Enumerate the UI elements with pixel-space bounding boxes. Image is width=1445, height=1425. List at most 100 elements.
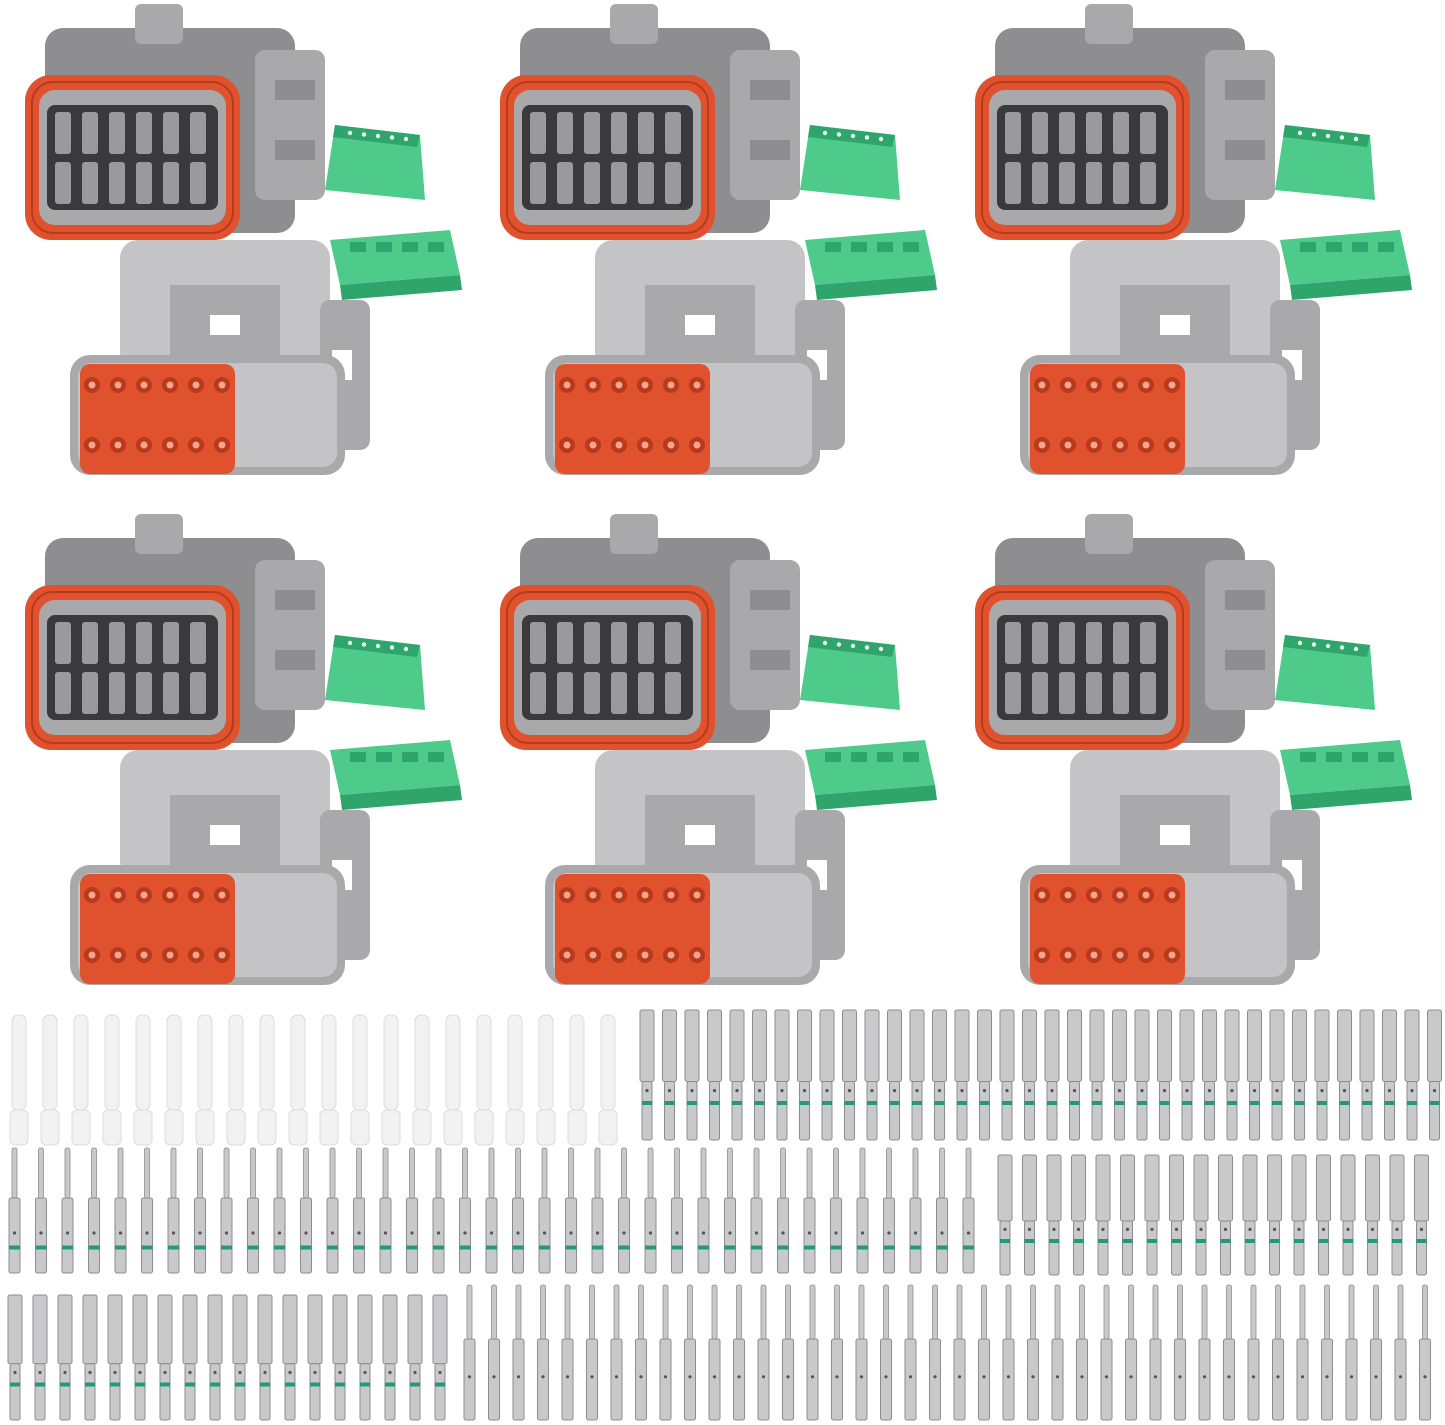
terminal-pin-icon (1022, 1009, 1037, 1141)
terminal-pin-icon (1067, 1009, 1082, 1141)
sealing-plug-icon (598, 1014, 618, 1146)
terminal-pin-icon (1202, 1009, 1217, 1141)
terminal-pin-icon (1027, 1284, 1039, 1421)
terminal-pin-icon (1179, 1009, 1195, 1141)
wedge-lock-icon (800, 635, 900, 710)
terminal-pin-icon (954, 1009, 970, 1141)
terminal-pin-icon (831, 1284, 843, 1421)
terminal-pin-icon (273, 1147, 286, 1274)
terminal-pin-icon (610, 1284, 623, 1421)
plug-connector-icon (1020, 740, 1412, 985)
terminal-pin-icon (207, 1294, 223, 1421)
terminal-pin-icon (141, 1147, 153, 1274)
terminal-pin-icon (1427, 1009, 1442, 1141)
terminal-pin-icon (1414, 1154, 1429, 1276)
terminal-pin-icon (797, 1009, 812, 1141)
terminal-pin-icon (978, 1284, 990, 1421)
terminal-pin-icon (382, 1294, 398, 1421)
sealing-plug-icon (257, 1014, 277, 1146)
terminal-pin-icon (463, 1284, 476, 1421)
terminal-pin-icon (999, 1009, 1015, 1141)
terminal-pin-icon (1370, 1284, 1382, 1421)
terminal-pin-icon (220, 1147, 233, 1274)
wedge-lock-icon (1280, 230, 1412, 300)
terminal-pin-icon (774, 1009, 790, 1141)
terminal-pin-icon (57, 1294, 73, 1421)
terminal-pin-icon (909, 1147, 922, 1274)
terminal-pin-icon (803, 1147, 816, 1274)
terminal-pin-icon (1051, 1284, 1064, 1421)
terminal-pin-icon (326, 1147, 339, 1274)
terminal-pin-icon (1044, 1009, 1060, 1141)
terminal-pin-icon (880, 1284, 892, 1421)
terminal-pin-icon (806, 1284, 819, 1421)
terminal-pin-icon (157, 1294, 173, 1421)
wedge-lock-icon (800, 125, 900, 200)
terminal-pin-icon (1193, 1154, 1209, 1276)
terminal-pin-icon (1125, 1284, 1137, 1421)
sealing-plug-icon (505, 1014, 525, 1146)
receptacle-connector-icon (25, 514, 425, 750)
receptacle-connector-icon (25, 4, 425, 240)
terminal-pin-icon (671, 1147, 683, 1274)
terminal-pin-icon (1046, 1154, 1062, 1276)
sealing-plug-icon (567, 1014, 587, 1146)
terminal-pin-icon (782, 1284, 794, 1421)
terminal-pin-icon (830, 1147, 842, 1274)
terminal-pin-icon (733, 1284, 745, 1421)
terminal-pin-icon (1404, 1009, 1420, 1141)
terminal-pin-icon (1419, 1284, 1431, 1421)
receptacle-connector-icon (975, 4, 1375, 240)
terminal-pin-icon (953, 1284, 966, 1421)
terminal-pin-icon (883, 1147, 895, 1274)
terminal-pin-icon (1321, 1284, 1333, 1421)
sealing-plug-icon (40, 1014, 60, 1146)
wedge-lock-icon (330, 740, 462, 810)
terminal-pin-icon (561, 1284, 574, 1421)
terminal-pin-icon (887, 1009, 902, 1141)
terminal-pin-icon (977, 1009, 992, 1141)
terminal-pin-icon (1157, 1009, 1172, 1141)
sealing-plug-icon (474, 1014, 494, 1146)
terminal-pin-icon (1198, 1284, 1211, 1421)
terminal-pin-icon (488, 1284, 500, 1421)
terminal-pin-icon (1365, 1154, 1380, 1276)
terminal-pin-icon (35, 1147, 47, 1274)
terminal-pin-icon (247, 1147, 259, 1274)
terminal-pin-icon (997, 1154, 1013, 1276)
terminal-pin-icon (697, 1147, 710, 1274)
terminal-pin-icon (353, 1147, 365, 1274)
terminal-pin-icon (512, 1284, 525, 1421)
terminal-pin-icon (684, 1284, 696, 1421)
terminal-pin-icon (406, 1147, 418, 1274)
terminal-pin-icon (307, 1294, 323, 1421)
terminal-pin-icon (538, 1147, 551, 1274)
wedge-lock-icon (1280, 740, 1412, 810)
terminal-pin-icon (1345, 1284, 1358, 1421)
terminal-pin-icon (750, 1147, 763, 1274)
terminal-pin-icon (194, 1147, 206, 1274)
sealing-plug-icon (319, 1014, 339, 1146)
terminal-pin-icon (1002, 1284, 1015, 1421)
terminal-pin-icon (1174, 1284, 1186, 1421)
sealing-plug-icon (288, 1014, 308, 1146)
sealing-plug-icon (536, 1014, 556, 1146)
terminal-pin-icon (724, 1147, 736, 1274)
terminal-pin-icon (855, 1284, 868, 1421)
terminal-pin-icon (639, 1009, 655, 1141)
terminal-pin-icon (1382, 1009, 1397, 1141)
terminal-pin-icon (357, 1294, 373, 1421)
terminal-pin-icon (904, 1284, 917, 1421)
terminal-pin-icon (1296, 1284, 1309, 1421)
terminal-pin-icon (591, 1147, 604, 1274)
terminal-pin-icon (232, 1294, 248, 1421)
terminal-pin-icon (300, 1147, 312, 1274)
terminal-pin-icon (1340, 1154, 1356, 1276)
terminal-pin-icon (8, 1147, 21, 1274)
terminal-pin-icon (1089, 1009, 1105, 1141)
receptacle-connector-icon (500, 514, 900, 750)
terminal-pin-icon (167, 1147, 180, 1274)
terminal-pin-icon (936, 1147, 948, 1274)
terminal-pin-icon (379, 1147, 392, 1274)
terminal-pin-icon (1095, 1154, 1111, 1276)
